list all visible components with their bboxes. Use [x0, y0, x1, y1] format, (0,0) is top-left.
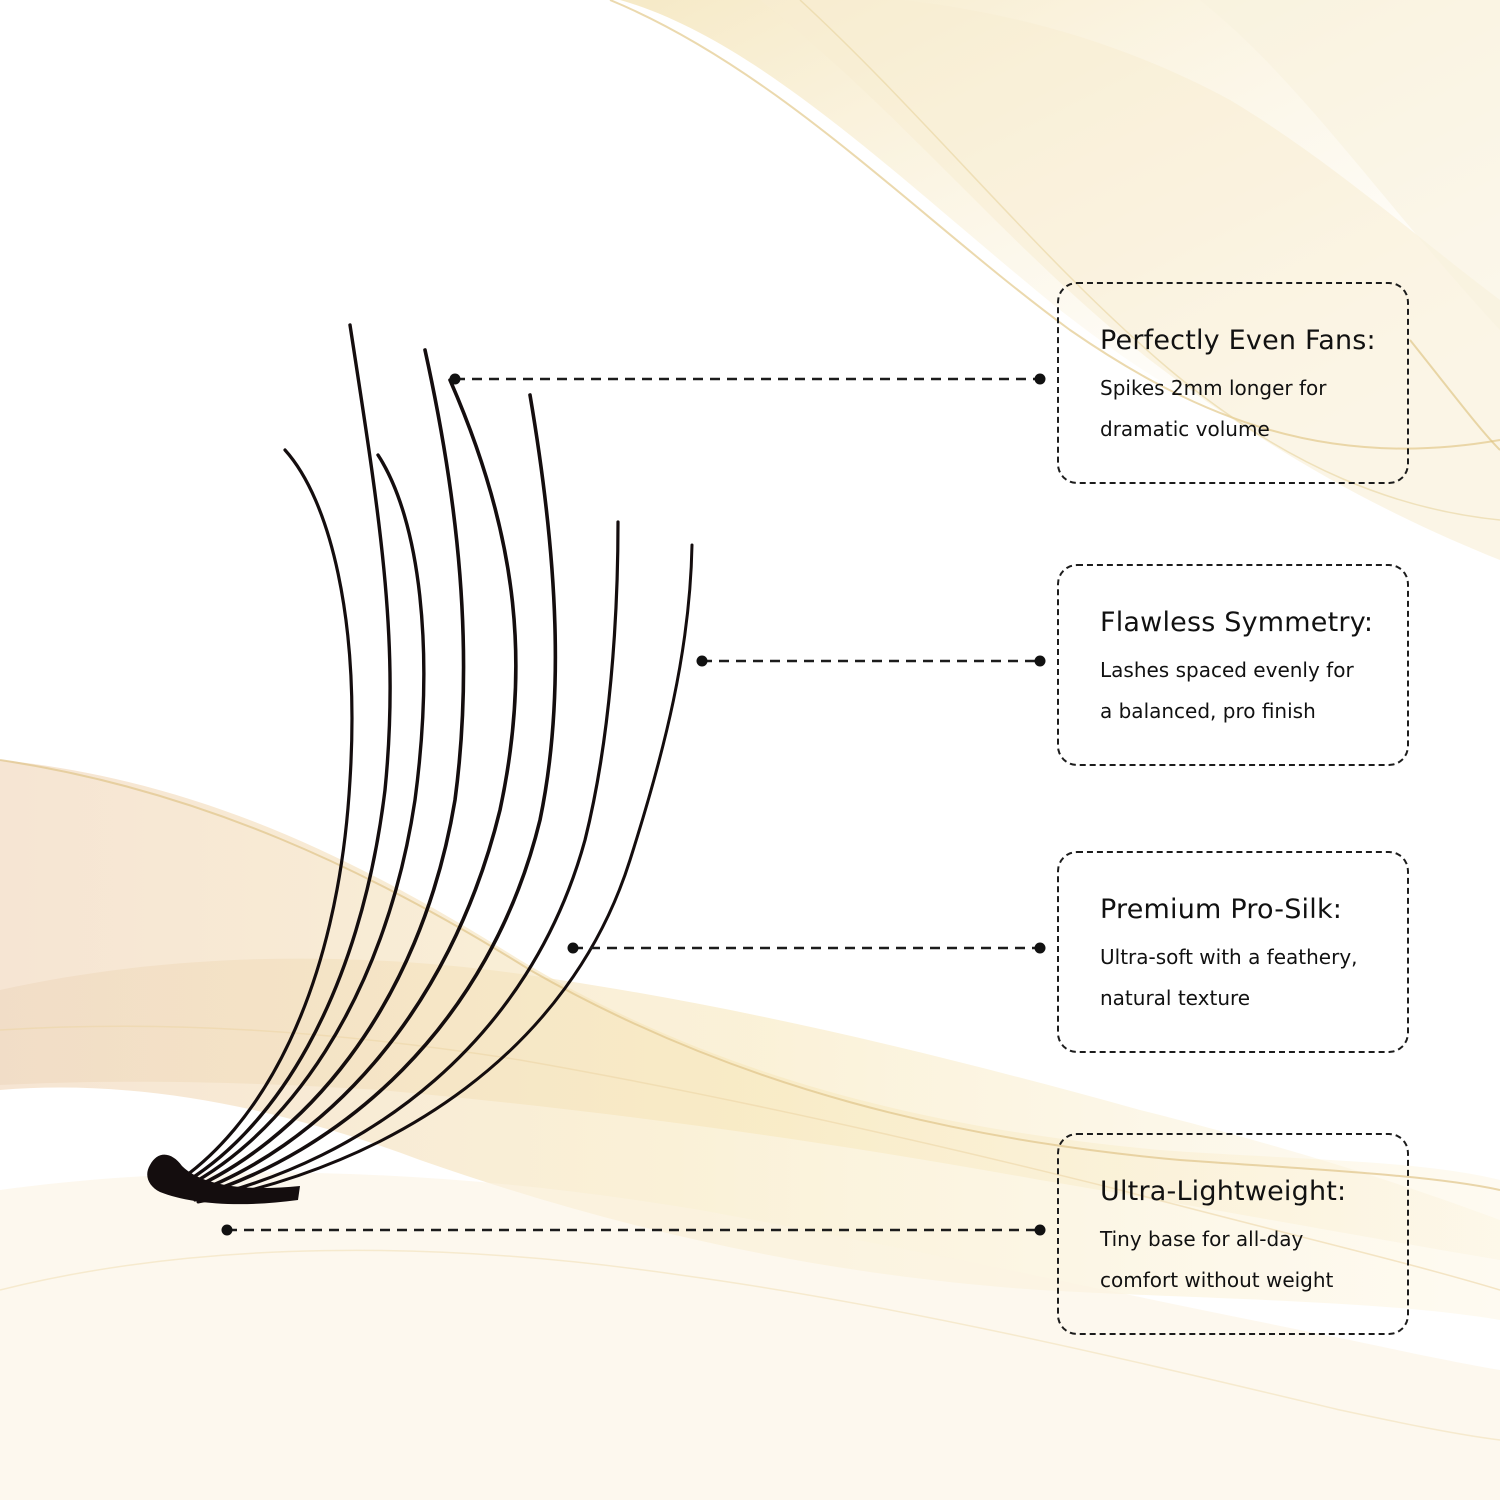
feature-title: Perfectly Even Fans: [1100, 325, 1376, 356]
feature-description-line: Tiny base for all-day [1100, 1227, 1304, 1251]
feature-title: Ultra-Lightweight: [1100, 1176, 1347, 1207]
feature-description-line: comfort without weight [1100, 1268, 1334, 1292]
connector-dot-start-3 [567, 942, 579, 954]
connector-dot-end-3 [1034, 942, 1046, 954]
connector-dot-end-2 [1034, 655, 1046, 667]
lash-strand-6 [188, 393, 558, 1200]
feature-description-line: Ultra-soft with a feathery, [1100, 945, 1358, 969]
feature-title: Flawless Symmetry: [1100, 607, 1374, 638]
lash-strand-3 [174, 453, 426, 1194]
feature-description-line: natural texture [1100, 986, 1251, 1010]
lash-base [147, 1154, 300, 1205]
connector-dot-start-2 [696, 655, 708, 667]
silk-wave-top-right-2 [760, 0, 1500, 560]
silk-line-bottom-2 [0, 1025, 1500, 1291]
lash-strand-2 [170, 323, 392, 1192]
connector-dot-start-1 [449, 373, 461, 385]
feature-description-line: Lashes spaced evenly for [1100, 658, 1354, 682]
feature-description-line: dramatic volume [1100, 417, 1270, 441]
silk-line-top-1 [609, 0, 1500, 450]
silk-wave-bottom-second [0, 958, 1500, 1260]
feature-callout-lightweight: Ultra-Lightweight: Tiny base for all-day… [1057, 1133, 1409, 1335]
silk-line-top-3 [1409, 339, 1500, 451]
lash-strand-7 [193, 520, 620, 1202]
silk-line-bottom-3 [0, 1249, 1500, 1441]
lash-strand-5 [183, 378, 518, 1198]
lash-strand-1 [166, 448, 354, 1190]
connector-dot-end-1 [1034, 373, 1046, 385]
silk-line-top-2 [799, 0, 1500, 521]
feature-callout-pro-silk: Premium Pro-Silk: Ultra-soft with a feat… [1057, 851, 1409, 1053]
feature-callout-even-fans: Perfectly Even Fans: Spikes 2mm longer f… [1057, 282, 1409, 484]
feature-callout-symmetry: Flawless Symmetry: Lashes spaced evenly … [1057, 564, 1409, 766]
lash-strand-4 [178, 348, 466, 1196]
connector-dot-end-4 [1034, 1224, 1046, 1236]
silk-line-bottom-1 [0, 759, 1500, 1191]
lash-strand-8 [196, 543, 694, 1204]
feature-title: Premium Pro-Silk: [1100, 894, 1343, 925]
feature-description-line: a balanced, pro finish [1100, 699, 1316, 723]
connector-dot-start-4 [221, 1224, 233, 1236]
silk-wave-top-right-3 [1200, 0, 1500, 330]
feature-description-line: Spikes 2mm longer for [1100, 376, 1327, 400]
silk-wave-bottom-third [0, 1172, 1500, 1500]
